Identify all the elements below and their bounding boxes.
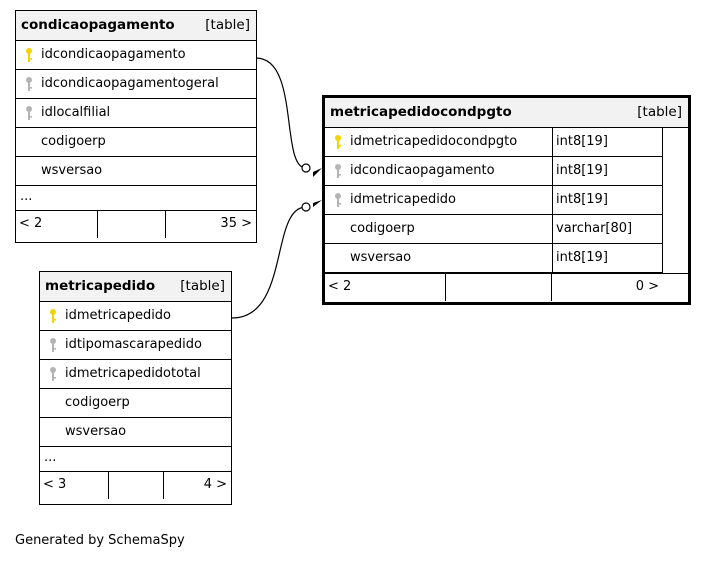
column-type: int8[19]	[552, 186, 608, 214]
column-row[interactable]: idmetricapedidocondpgto int8[19]	[325, 128, 662, 157]
children-count[interactable]: 4 >	[203, 477, 227, 492]
column-name: idmetricapedidocondpgto	[350, 134, 518, 149]
column-row[interactable]: idmetricapedido	[40, 302, 231, 331]
column-row[interactable]: idlocalfilial	[16, 99, 256, 128]
table-kind: [table]	[637, 104, 682, 120]
table-footer: < 2 35 >	[16, 211, 256, 238]
column-row[interactable]: codigoerp varchar[80]	[325, 215, 662, 244]
column-row[interactable]: idcondicaopagamento	[16, 41, 256, 70]
column-type: int8[19]	[552, 244, 608, 272]
primary-key-icon	[335, 135, 341, 149]
column-name: idmetricapedido	[350, 192, 457, 207]
column-name: idtipomascarapedido	[65, 337, 202, 352]
foreign-key-icon	[50, 338, 56, 352]
column-name: wsversao	[65, 424, 127, 439]
column-name: idcondicaopagamento	[350, 163, 495, 178]
children-count[interactable]: 0 >	[635, 279, 659, 294]
primary-key-icon	[50, 309, 56, 323]
foreign-key-icon	[26, 106, 32, 120]
column-row[interactable]: codigoerp	[40, 389, 231, 418]
generated-by-label: Generated by SchemaSpy	[15, 533, 185, 548]
column-row[interactable]: wsversao int8[19]	[325, 244, 662, 273]
table-header: condicaopagamento [table]	[16, 11, 256, 41]
column-row[interactable]: idmetricapedido int8[19]	[325, 186, 662, 215]
column-type: int8[19]	[552, 128, 608, 156]
column-type: int8[19]	[552, 157, 608, 185]
column-row[interactable]: idcondicaopagamentogeral	[16, 70, 256, 99]
footer-spacer	[98, 211, 166, 238]
footer-spacer	[446, 274, 552, 301]
table-header: metricapedido [table]	[40, 272, 231, 302]
relation-metricapedido	[231, 206, 307, 319]
column-name: wsversao	[41, 163, 103, 178]
column-row[interactable]: idtipomascarapedido	[40, 331, 231, 360]
foreign-key-icon	[50, 367, 56, 381]
relation-end-optional	[301, 202, 311, 212]
column-name: idcondicaopagamentogeral	[41, 76, 219, 91]
column-name: codigoerp	[65, 395, 130, 410]
table-metricapedidocondpgto[interactable]: metricapedidocondpgto [table] idmetricap…	[322, 95, 691, 305]
column-name: wsversao	[350, 250, 412, 265]
column-name: idcondicaopagamento	[41, 47, 186, 62]
column-name: idmetricapedidototal	[65, 366, 201, 381]
children-count[interactable]: 35 >	[220, 216, 252, 231]
table-name: metricapedidocondpgto	[330, 104, 512, 120]
column-row[interactable]: wsversao	[16, 157, 256, 186]
relation-end-optional	[301, 163, 311, 173]
table-metricapedido[interactable]: metricapedido [table] idmetricapedido idt…	[39, 271, 232, 505]
table-name: condicaopagamento	[21, 17, 175, 33]
column-name: idlocalfilial	[41, 105, 111, 120]
foreign-key-icon	[335, 164, 341, 178]
relation-end-many	[313, 200, 322, 207]
relation-end-many	[313, 168, 322, 177]
table-header: metricapedidocondpgto [table]	[325, 98, 688, 128]
primary-key-icon	[26, 48, 32, 62]
parents-count[interactable]: < 2	[16, 211, 98, 238]
table-kind: [table]	[205, 17, 250, 33]
column-row[interactable]: codigoerp	[16, 128, 256, 157]
foreign-key-icon	[335, 193, 341, 207]
table-footer: < 3 4 >	[40, 472, 231, 499]
parents-count[interactable]: < 2	[325, 274, 446, 301]
column-row[interactable]: idcondicaopagamento int8[19]	[325, 157, 662, 186]
table-condicaopagamento[interactable]: condicaopagamento [table] idcondicaopaga…	[15, 10, 257, 243]
column-name: codigoerp	[41, 134, 106, 149]
table-name: metricapedido	[45, 278, 156, 294]
foreign-key-icon	[26, 77, 32, 91]
relation-condicaopagamento	[255, 57, 307, 169]
more-columns: ...	[40, 447, 231, 472]
footer-spacer	[109, 472, 164, 499]
column-name: idmetricapedido	[65, 308, 172, 323]
column-row[interactable]: wsversao	[40, 418, 231, 447]
column-name: codigoerp	[350, 221, 415, 236]
more-columns: ...	[16, 186, 256, 211]
table-footer: < 2 0 >	[325, 273, 688, 302]
column-type: varchar[80]	[552, 215, 632, 243]
column-row[interactable]: idmetricapedidototal	[40, 360, 231, 389]
table-kind: [table]	[180, 278, 225, 294]
parents-count[interactable]: < 3	[40, 472, 109, 499]
